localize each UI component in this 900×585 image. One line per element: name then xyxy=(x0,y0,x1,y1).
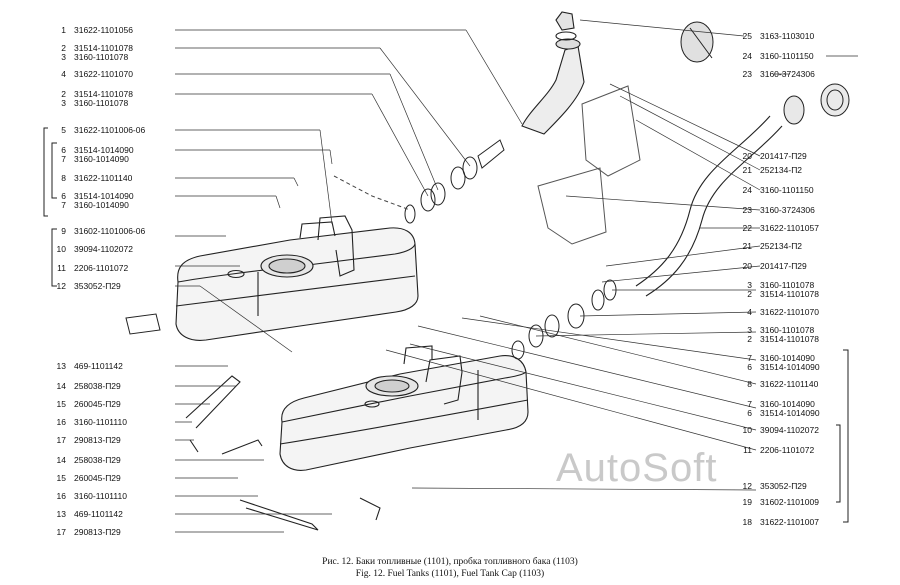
caption-en: Fig. 12. Fuel Tanks (1101), Fuel Tank Ca… xyxy=(355,569,545,579)
caption-ru: Рис. 12. Баки топливные (1101), пробка т… xyxy=(322,557,578,567)
fuel-tank-upper xyxy=(175,215,419,341)
hose-clamps-lower xyxy=(511,279,617,360)
fuel-tank-lower xyxy=(279,345,529,471)
filler-neck xyxy=(521,11,585,135)
watermark: AutoSoft xyxy=(556,446,718,490)
hose-clamps-upper xyxy=(404,139,505,224)
